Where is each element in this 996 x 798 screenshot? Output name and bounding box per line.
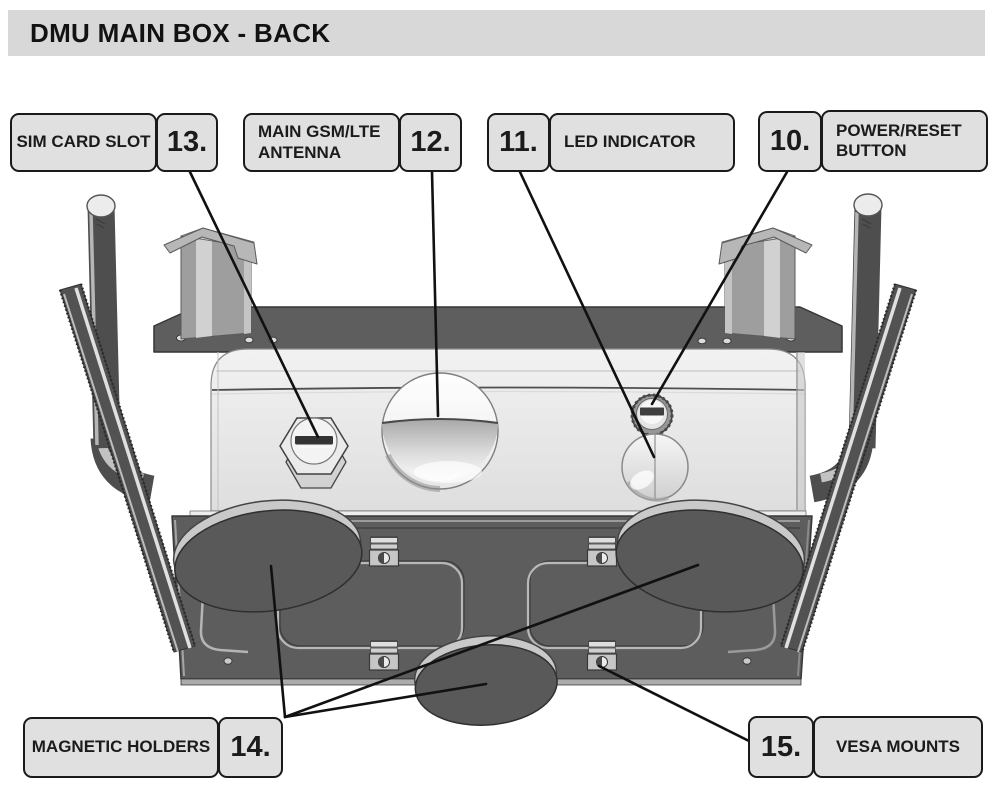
led-indicator-dome — [621, 433, 689, 502]
plate-screw — [742, 657, 752, 665]
callout-text: LED INDICATOR — [564, 132, 696, 152]
vesa-mount-clip — [586, 640, 618, 671]
power-reset-button — [630, 393, 674, 437]
callout-number-12: 12. — [399, 113, 462, 172]
right-top-bracket — [718, 227, 813, 340]
callout-number-15: 15. — [748, 716, 814, 778]
callout-text: POWER/RESET BUTTON — [836, 120, 962, 160]
callout-number-text: 14. — [230, 731, 271, 763]
callout-label-power-reset-button: POWER/RESET BUTTON — [821, 110, 988, 172]
callout-text: VESA MOUNTS — [835, 736, 961, 756]
callout-number-text: 12. — [410, 126, 451, 158]
callout-label-led-indicator: LED INDICATOR — [549, 113, 735, 172]
right-strut — [779, 283, 918, 653]
callout-label-sim-card-slot: SIM CARD SLOT — [10, 113, 157, 172]
callout-text: MAIN GSM/LTE ANTENNA — [258, 122, 381, 162]
callout-number-11: 11. — [487, 113, 550, 172]
leader-line-antenna — [430, 170, 440, 418]
leader-line-vesa — [597, 664, 751, 743]
title-bar: DMU MAIN BOX - BACK — [8, 10, 985, 56]
callout-number-10: 10. — [758, 111, 822, 172]
leader-line-sim — [188, 170, 320, 439]
sim-card-slot-nut — [279, 417, 349, 489]
plate-screw — [223, 657, 233, 665]
vesa-mount-clip — [368, 640, 400, 671]
leader-line-led — [518, 170, 656, 459]
leader-line-magnet-right — [283, 563, 700, 719]
page-title: DMU MAIN BOX - BACK — [30, 17, 331, 48]
magnetic-holder-right — [615, 499, 806, 613]
left-strut — [58, 283, 197, 653]
callout-label-main-antenna: MAIN GSM/LTE ANTENNA — [243, 113, 400, 172]
callout-label-vesa-mounts: VESA MOUNTS — [813, 716, 983, 778]
leader-line-power — [650, 170, 789, 406]
callout-text: MAGNETIC HOLDERS — [31, 737, 211, 757]
main-antenna-dome — [381, 372, 499, 492]
leader-line-magnet-bottom — [283, 682, 488, 719]
callout-number-text: 10. — [769, 125, 811, 157]
callout-number-text: 13. — [166, 126, 208, 158]
magnetic-holder-left — [172, 499, 363, 613]
main-box-face — [189, 348, 807, 520]
callout-number-text: 11. — [499, 126, 538, 158]
leader-lines — [188, 170, 789, 743]
callout-number-14: 14. — [218, 717, 283, 778]
callout-label-magnetic-holders: MAGNETIC HOLDERS — [23, 717, 219, 778]
vesa-mount-clip — [586, 536, 618, 567]
callout-number-text: 15. — [760, 730, 802, 763]
vesa-mount-clip — [368, 536, 400, 567]
callout-number-13: 13. — [156, 113, 218, 172]
callout-text: SIM CARD SLOT — [16, 132, 151, 152]
leader-line-magnet-left — [269, 564, 287, 719]
